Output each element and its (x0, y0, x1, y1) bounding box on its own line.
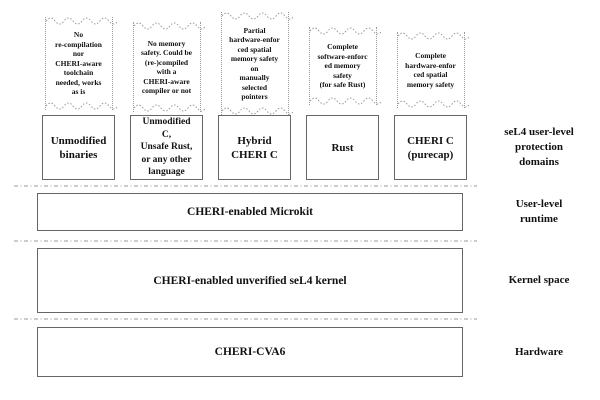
side-label-hardware: Hardware (514, 345, 564, 358)
annotation-text: No memory safety. Could be (re-)compiled… (140, 38, 193, 96)
runtime-box: CHERI-enabled Microkit (37, 193, 463, 231)
hardware-box: CHERI-CVA6 (37, 327, 463, 377)
wavy-edge-top-icon (45, 17, 118, 25)
annotation-cloud: Complete hardware-enfor ced spatial memo… (396, 32, 470, 108)
domain-box-unmodified-binaries: Unmodified binaries (42, 115, 115, 180)
kernel-box-label: CHERI-enabled unverified seL4 kernel (153, 274, 347, 287)
protection-domain-column: Complete software-enforc ed memory safet… (306, 5, 382, 180)
annotation-cloud: No memory safety. Could be (re-)compiled… (132, 22, 206, 112)
annotation-zone: Complete hardware-enfor ced spatial memo… (394, 5, 470, 115)
domain-box-rust: Rust (306, 115, 379, 180)
protection-domain-column: Complete hardware-enfor ced spatial memo… (394, 5, 470, 180)
annotation-cloud: No re-compilation nor CHERI-aware toolch… (44, 17, 118, 110)
domain-box-label: CHERI C (purecap) (407, 134, 454, 161)
side-label-user-level-runtime: User-level runtime (515, 198, 563, 225)
protection-domain-column: No memory safety. Could be (re-)compiled… (130, 5, 206, 180)
protection-domain-column: No re-compilation nor CHERI-aware toolch… (42, 5, 118, 180)
wavy-edge-top-icon (221, 12, 294, 20)
annotation-cloud: Complete software-enforc ed memory safet… (308, 27, 382, 105)
annotation-zone: No re-compilation nor CHERI-aware toolch… (42, 5, 118, 115)
domain-box-label: Unmodified binaries (50, 134, 107, 161)
layer-separator (14, 185, 477, 187)
protection-domain-column: Partial hardware-enfor ced spatial memor… (218, 5, 294, 180)
annotation-zone: Complete software-enforc ed memory safet… (306, 5, 382, 115)
annotation-text: No re-compilation nor CHERI-aware toolch… (55, 30, 102, 97)
domain-box-hybrid-cheri-c: Hybrid CHERI C (218, 115, 291, 180)
side-label-protection-domains: seL4 user-level protection domains (504, 126, 574, 168)
annotation-cloud: Partial hardware-enfor ced spatial memor… (220, 12, 294, 115)
domain-box-cheri-c-purecap: CHERI C (purecap) (394, 115, 467, 180)
wavy-edge-bottom-icon (133, 104, 206, 112)
domain-box-label: Rust (331, 141, 354, 154)
wavy-edge-top-icon (309, 27, 382, 35)
wavy-edge-bottom-icon (221, 107, 294, 115)
domain-box-label: Hybrid CHERI C (231, 134, 278, 161)
wavy-edge-top-icon (397, 32, 470, 40)
annotation-zone: Partial hardware-enfor ced spatial memor… (218, 5, 294, 115)
wavy-edge-bottom-icon (309, 97, 382, 105)
annotation-text: Complete software-enforc ed memory safet… (317, 42, 368, 90)
domain-box-label: Unmodified C, Unsafe Rust, or any other … (140, 117, 193, 178)
domain-box-unmodified-c: Unmodified C, Unsafe Rust, or any other … (130, 115, 203, 180)
annotation-zone: No memory safety. Could be (re-)compiled… (130, 5, 206, 115)
wavy-edge-top-icon (133, 22, 206, 30)
runtime-box-label: CHERI-enabled Microkit (187, 206, 313, 218)
hardware-box-label: CHERI-CVA6 (214, 346, 286, 358)
wavy-edge-bottom-icon (397, 100, 470, 108)
layer-separator (14, 240, 477, 242)
layer-separator (14, 318, 477, 320)
annotation-text: Complete hardware-enfor ced spatial memo… (405, 51, 456, 89)
annotation-text: Partial hardware-enfor ced spatial memor… (229, 25, 280, 102)
wavy-edge-bottom-icon (45, 102, 118, 110)
kernel-box: CHERI-enabled unverified seL4 kernel (37, 248, 463, 313)
side-label-kernel-space: Kernel space (508, 274, 570, 286)
protection-domains-row: No re-compilation nor CHERI-aware toolch… (42, 5, 470, 180)
